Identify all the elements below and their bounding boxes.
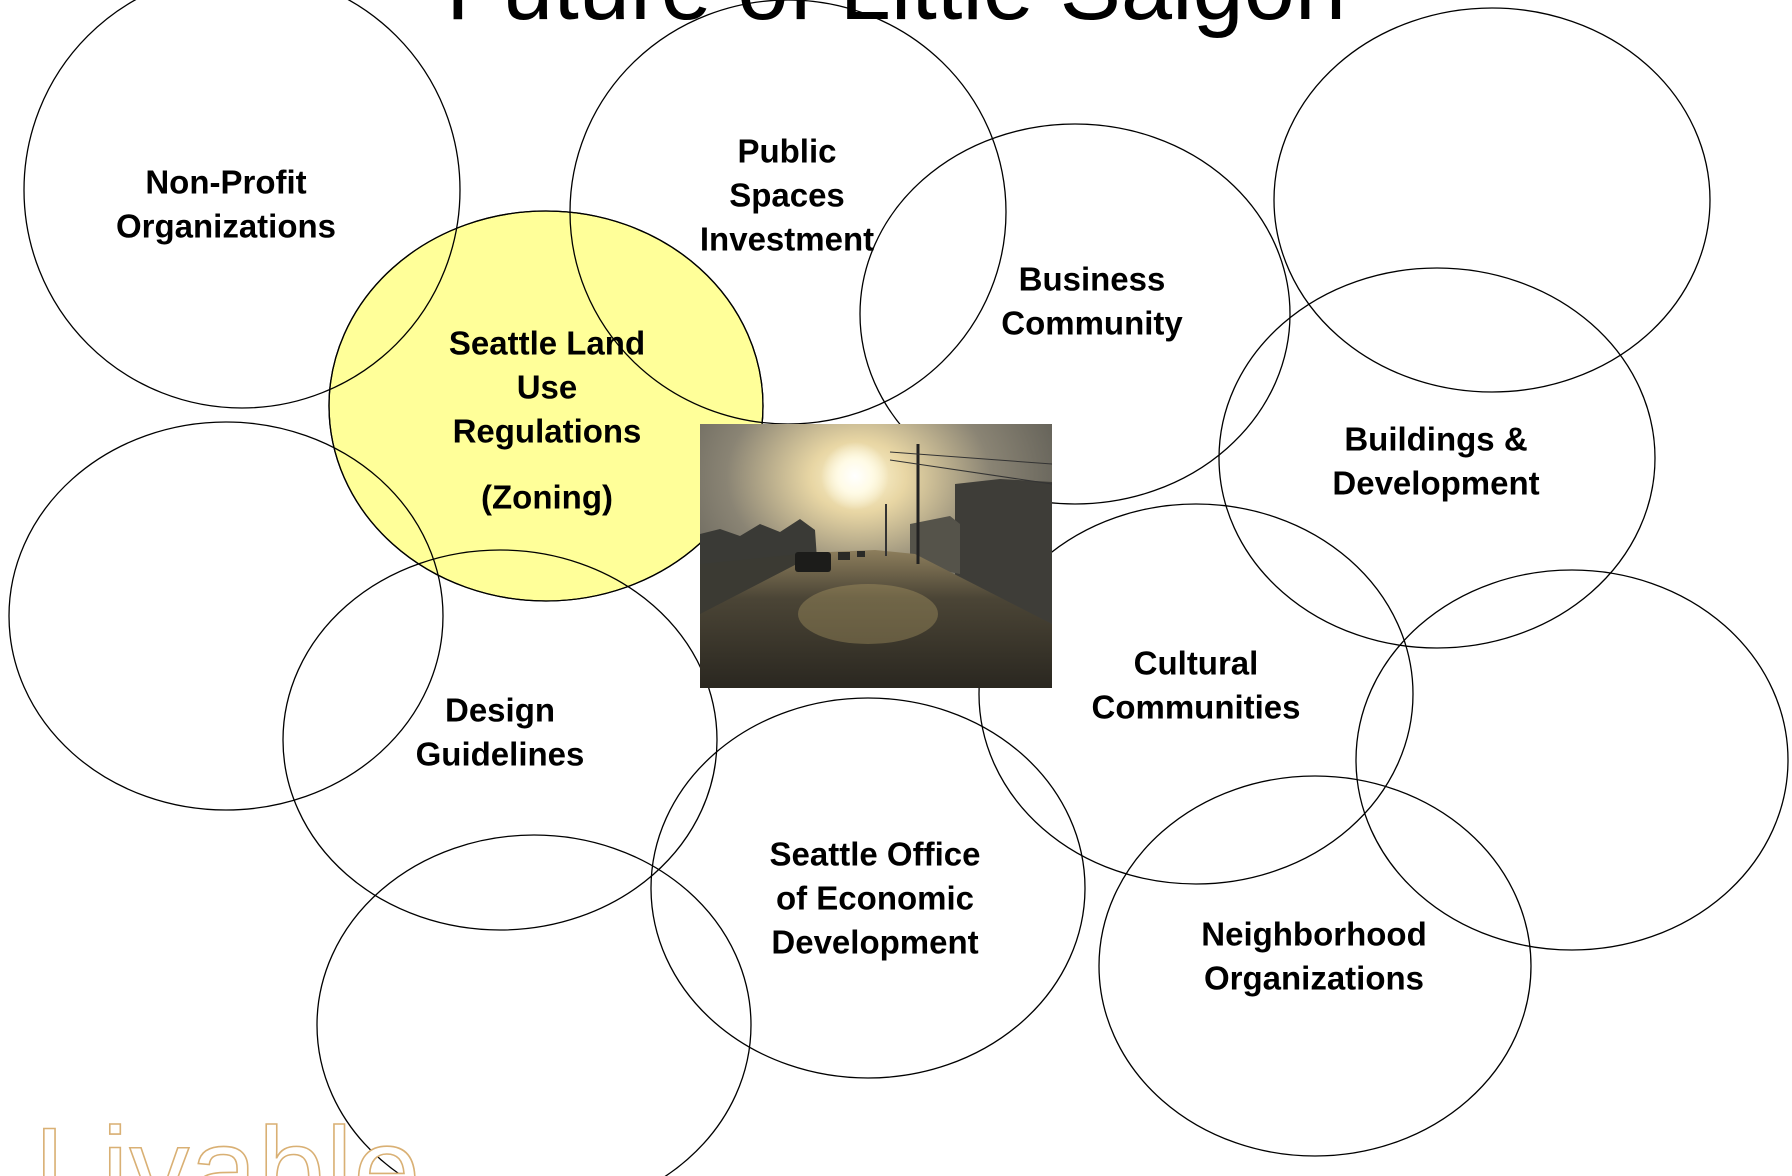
node-empty-bottom-left-ellipse (316, 834, 752, 1176)
node-neighborhood-ellipse (1098, 775, 1532, 1157)
node-land-use-label: Regulations (453, 413, 642, 450)
node-public-spaces-label: Investment (700, 221, 874, 258)
node-land-use-outline (328, 210, 764, 602)
node-land-use-label: Seattle Land (449, 325, 645, 362)
node-non-profit-label: Organizations (116, 208, 336, 245)
node-design-label: Design (445, 692, 555, 729)
node-economic-label: Development (771, 924, 978, 961)
node-design-label: Guidelines (416, 736, 585, 773)
node-economic-label: of Economic (776, 880, 974, 917)
node-buildings-ellipse (1218, 267, 1656, 649)
node-empty-top-right-ellipse (1273, 7, 1711, 393)
node-land-use-label: (Zoning) (481, 479, 613, 516)
node-empty-left-ellipse (8, 421, 444, 811)
node-public-spaces-label: Public (737, 133, 836, 170)
node-cultural-label: Communities (1091, 689, 1300, 726)
livable-logo: Livable (34, 1110, 430, 1176)
node-non-profit-ellipse (23, 0, 461, 409)
node-economic-ellipse (650, 697, 1086, 1079)
node-land-use-ellipse (328, 210, 764, 602)
node-economic-label: Seattle Office (770, 836, 981, 873)
node-buildings-label: Development (1332, 465, 1539, 502)
node-business-label: Community (1001, 305, 1183, 342)
node-buildings-label: Buildings & (1344, 421, 1527, 458)
node-design-ellipse (282, 549, 718, 931)
node-business-ellipse (859, 123, 1291, 505)
node-neighborhood-label: Organizations (1204, 960, 1424, 997)
node-non-profit-label: Non-Profit (145, 164, 306, 201)
node-empty-right-ellipse (1355, 569, 1789, 951)
street-sunset-photo (700, 424, 1052, 688)
node-cultural-label: Cultural (1134, 645, 1259, 682)
node-land-use-label: Use (517, 369, 578, 406)
node-public-spaces-label: Spaces (729, 177, 845, 214)
node-cultural-ellipse (978, 503, 1414, 885)
node-business-label: Business (1019, 261, 1166, 298)
photo-image (700, 424, 1052, 688)
node-neighborhood-label: Neighborhood (1201, 916, 1426, 953)
